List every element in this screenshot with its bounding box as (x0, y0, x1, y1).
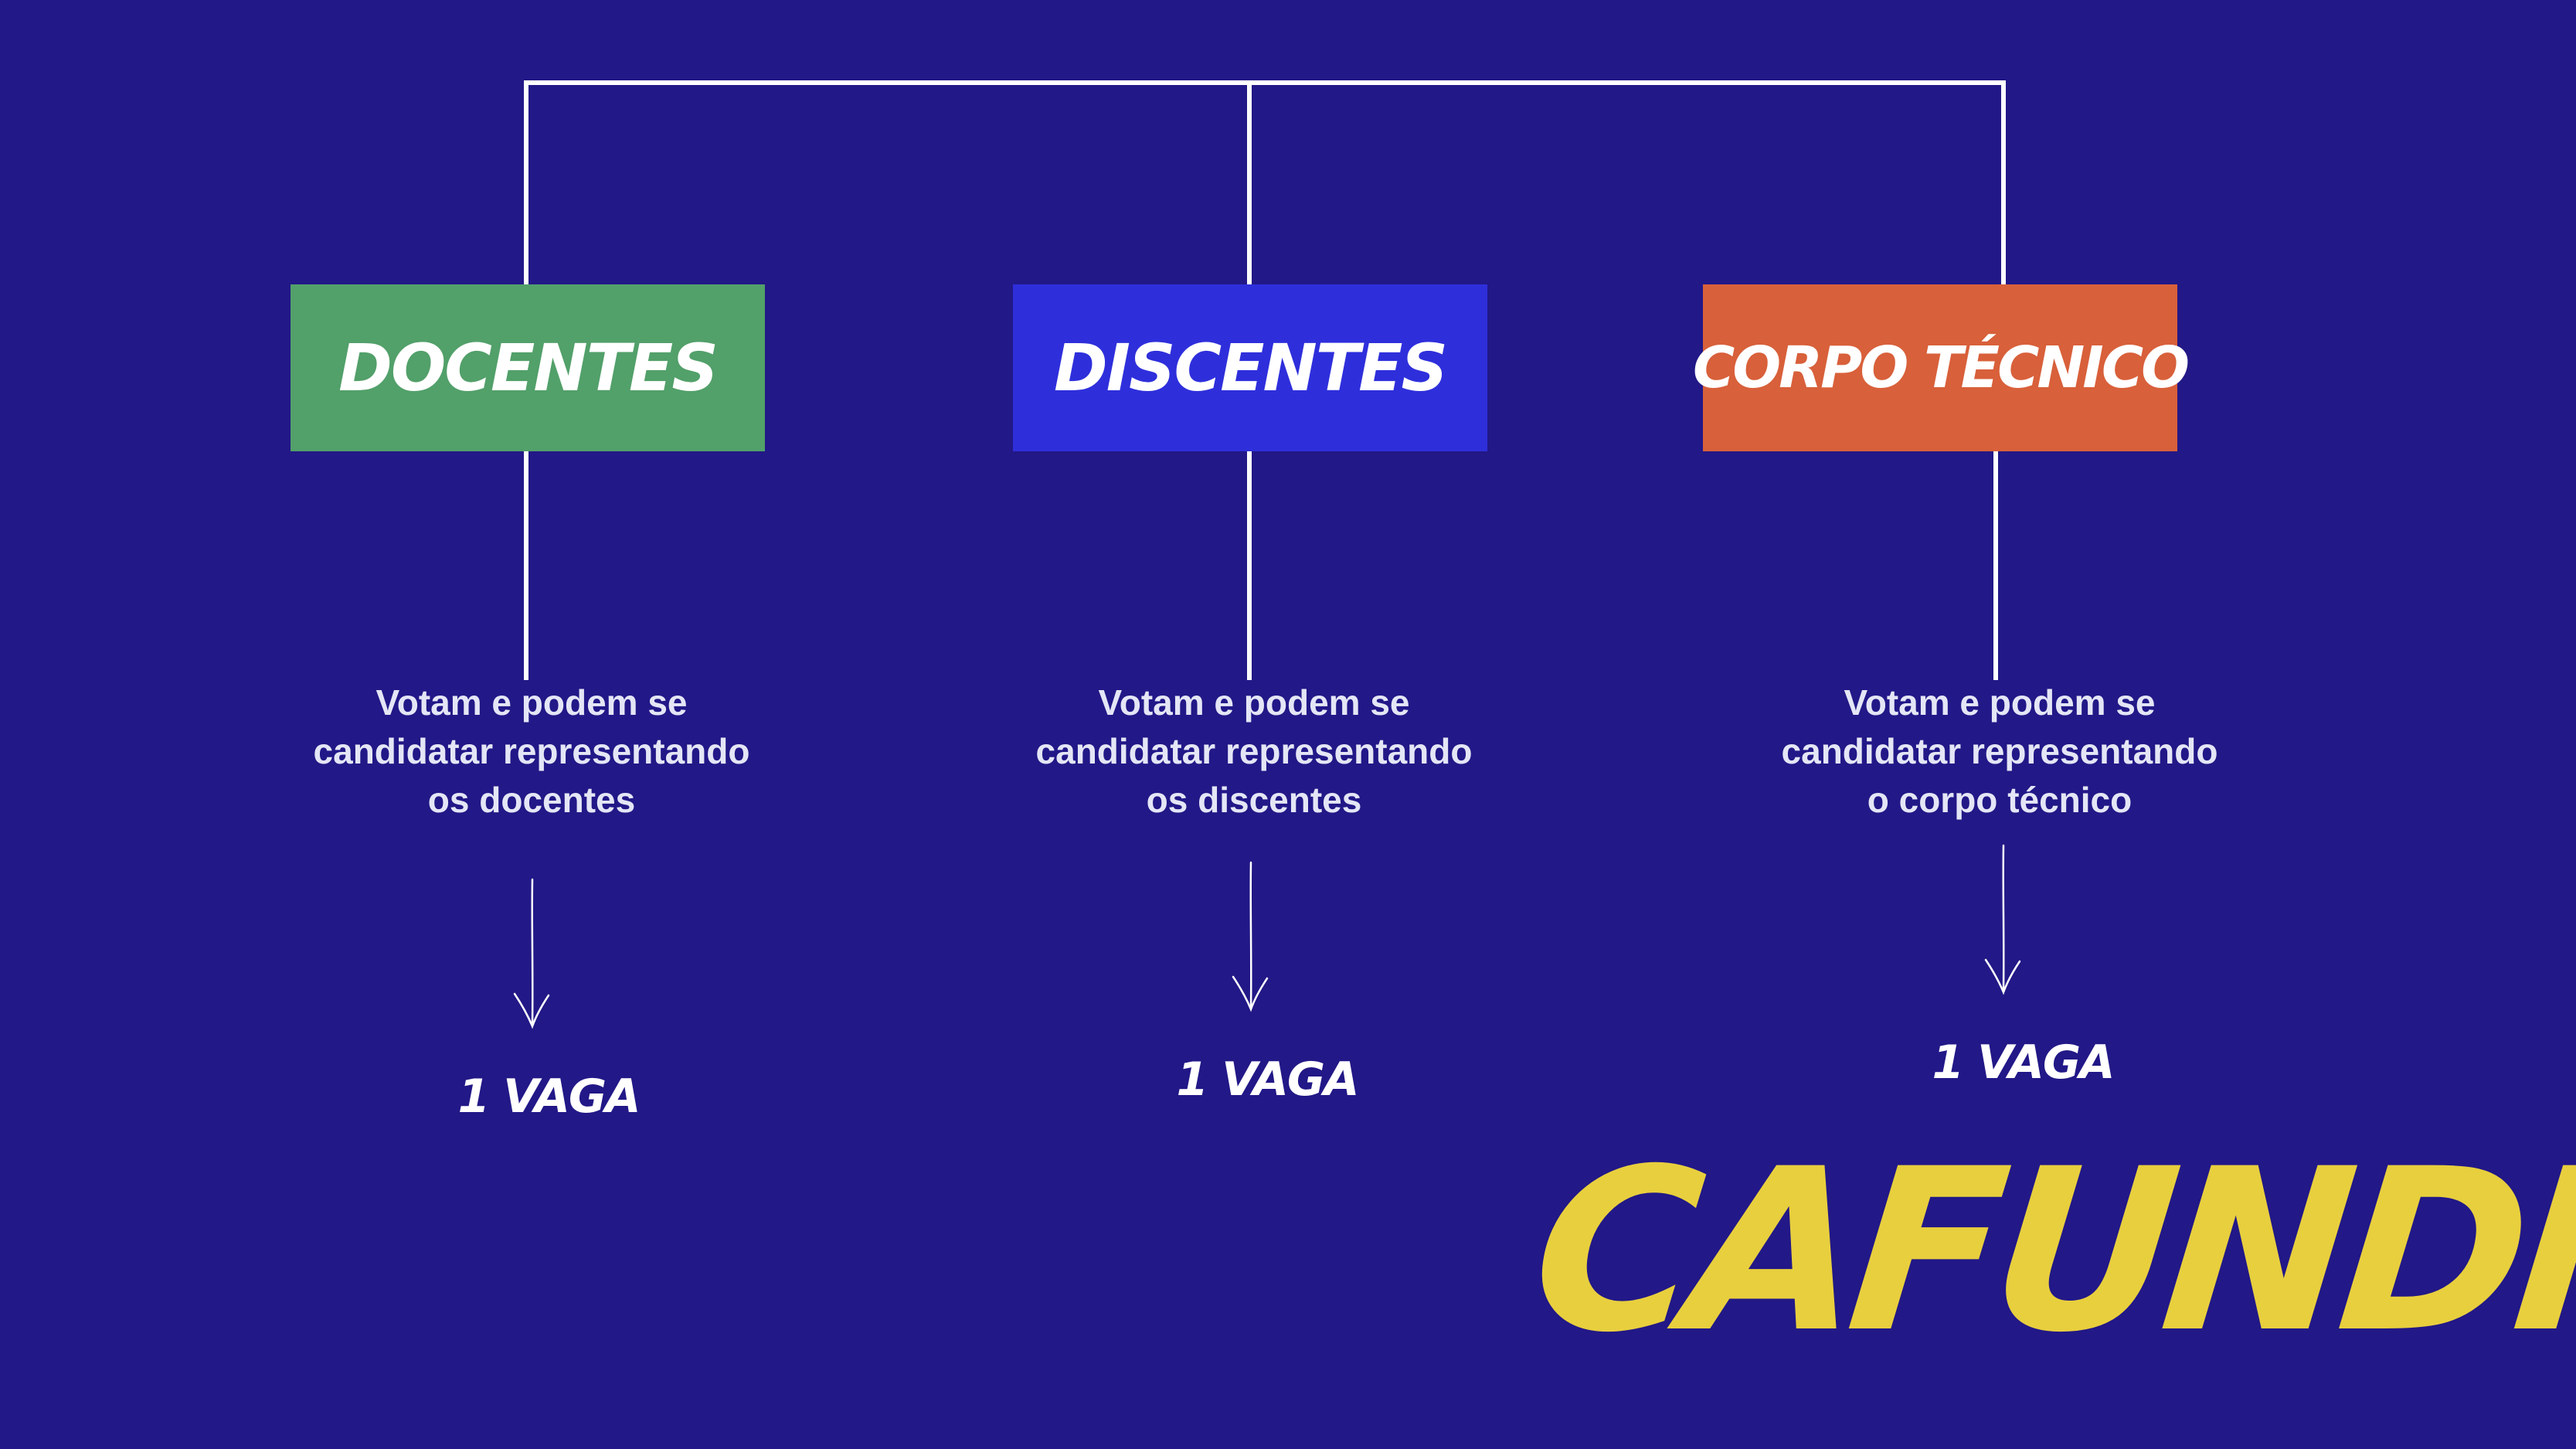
box-corpo-tecnico-label: CORPO TÉCNICO (1692, 335, 2190, 401)
arrow-down-icon (1984, 844, 2021, 995)
description-line: candidatar representando (1035, 731, 1473, 771)
connector-discentes-top (1247, 80, 1252, 286)
box-discentes: DISCENTES (1013, 284, 1487, 451)
seats-discentes: 1 VAGA (1176, 1053, 1359, 1107)
connector-docentes-bottom (524, 451, 528, 680)
description-line: os docentes (427, 780, 636, 820)
description-line: candidatar representando (313, 731, 750, 771)
description-docentes: Votam e podem se candidatar representand… (284, 679, 779, 825)
description-line: o corpo técnico (1867, 780, 2133, 820)
description-corpo-tecnico: Votam e podem se candidatar representand… (1752, 679, 2247, 825)
seats-docentes: 1 VAGA (457, 1070, 641, 1124)
connector-discentes-bottom (1247, 451, 1252, 680)
box-docentes-label: DOCENTES (338, 330, 719, 406)
description-line: candidatar representando (1781, 731, 2218, 771)
description-discentes: Votam e podem se candidatar representand… (1007, 679, 1501, 825)
arrow-down-icon (513, 878, 550, 1029)
description-line: os discentes (1146, 780, 1362, 820)
connector-corpo-tecnico-bottom (1993, 451, 1998, 680)
connector-corpo-tecnico-top (2001, 80, 2006, 286)
top-connector-line (524, 80, 2006, 85)
description-line: Votam e podem se (1098, 682, 1410, 723)
box-discentes-label: DISCENTES (1054, 330, 1448, 406)
cafundf-logo: CAFUNDF (1522, 1121, 2576, 1382)
seats-corpo-tecnico: 1 VAGA (1932, 1036, 2115, 1090)
box-docentes: DOCENTES (291, 284, 765, 451)
description-line: Votam e podem se (1844, 682, 2156, 723)
connector-docentes-top (524, 80, 528, 286)
box-corpo-tecnico: CORPO TÉCNICO (1693, 284, 2190, 451)
arrow-down-icon (1232, 861, 1269, 1012)
description-line: Votam e podem se (376, 682, 688, 723)
